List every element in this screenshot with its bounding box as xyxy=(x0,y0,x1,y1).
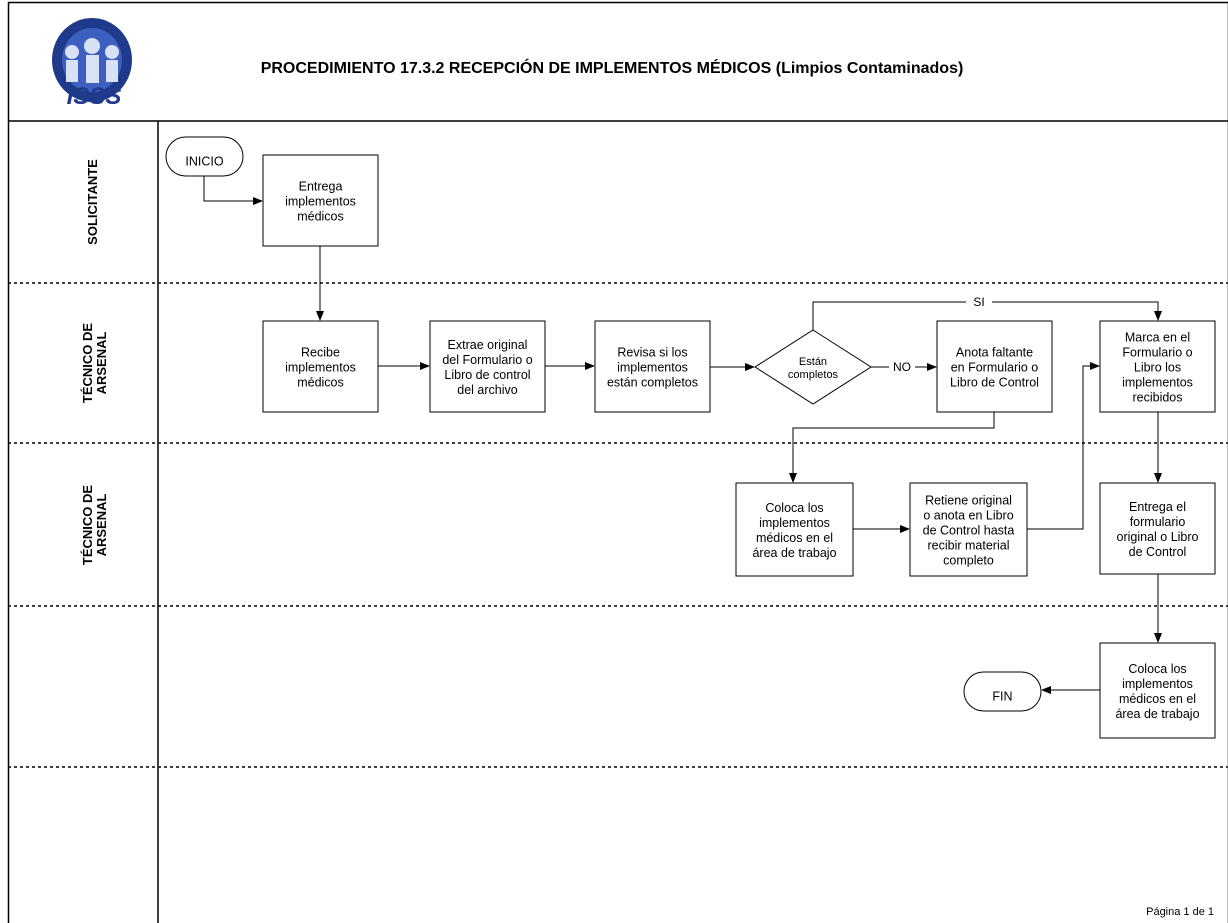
text-line: médicos xyxy=(297,375,344,389)
text-line: FIN xyxy=(992,689,1012,703)
edge-label-si-bg xyxy=(966,295,992,309)
text-line: del archivo xyxy=(457,383,517,397)
isss-logo: ISSS xyxy=(52,18,132,110)
lane-label-solicitante: SOLICITANTE xyxy=(85,159,100,245)
text-line: área de trabajo xyxy=(752,546,836,560)
text-line: recibidos xyxy=(1132,390,1182,404)
edge-label-no: NO xyxy=(893,360,911,374)
logo-text: ISSS xyxy=(67,83,122,110)
text-line: médicos en el xyxy=(756,531,833,545)
text-line: Anota faltante xyxy=(956,345,1033,359)
text-line: Libro de control xyxy=(444,368,530,382)
text-line: Formulario o xyxy=(1122,345,1192,359)
text-line: implementos xyxy=(759,516,830,530)
node-inicio: INICIO xyxy=(165,136,244,177)
page-title: PROCEDIMIENTO 17.3.2 RECEPCIÓN DE IMPLEM… xyxy=(261,58,964,77)
text-line: formulario xyxy=(1130,515,1186,529)
text-line: Libro de Control xyxy=(950,375,1039,389)
text-line: Coloca los xyxy=(765,501,823,515)
page-number: Página 1 de 1 xyxy=(1146,906,1214,918)
edge-label-si: SI xyxy=(973,295,984,309)
lane-label-tecnico-arsenal-1: TÉCNICO DEARSENAL xyxy=(80,323,109,404)
text-line: Entrega el xyxy=(1129,500,1186,514)
text-line: en Formulario o xyxy=(951,360,1039,374)
node-inicio-label: INICIO xyxy=(185,154,223,168)
text-line: médicos en el xyxy=(1119,692,1196,706)
text-line: del Formulario o xyxy=(442,353,532,367)
text-line: Retiene original xyxy=(925,493,1012,507)
text-line: implementos xyxy=(285,194,356,208)
text-line: implementos xyxy=(617,360,688,374)
lane-dividers xyxy=(8,282,1228,768)
text-line: Entrega xyxy=(299,179,343,193)
text-line: TÉCNICO DE xyxy=(80,323,95,404)
text-line: ARSENAL xyxy=(94,494,109,557)
text-line: Libro los xyxy=(1134,360,1181,374)
connectors xyxy=(203,176,1162,694)
text-line: Extrae original xyxy=(448,338,528,352)
edge-label-no-bg xyxy=(889,360,915,374)
lane-label-tecnico-arsenal-2: TÉCNICO DEARSENAL xyxy=(80,485,109,566)
text-line: Coloca los xyxy=(1128,662,1186,676)
text-line: implementos xyxy=(1122,375,1193,389)
text-line: Recibe xyxy=(301,345,340,359)
edge-inicio-entrega xyxy=(203,176,263,205)
text-line: Están xyxy=(799,356,827,368)
text-line: Revisa si los xyxy=(617,345,687,359)
text-line: SOLICITANTE xyxy=(85,159,100,245)
text-line: Marca en el xyxy=(1125,330,1190,344)
page-frame xyxy=(7,1,1228,923)
text-line: completo xyxy=(943,553,994,567)
text-line: de Control hasta xyxy=(923,523,1015,537)
text-line: o anota en Libro xyxy=(923,508,1013,522)
text-line: de Control xyxy=(1129,545,1187,559)
text-line: INICIO xyxy=(185,154,223,168)
text-line: médicos xyxy=(297,209,344,223)
text-line: ARSENAL xyxy=(94,332,109,395)
text-line: completos xyxy=(788,369,839,381)
node-fin: FIN xyxy=(963,671,1042,712)
text-line: TÉCNICO DE xyxy=(80,485,95,566)
edge-retiene-marca xyxy=(1027,362,1100,530)
text-line: original o Libro xyxy=(1117,530,1199,544)
text-line: implementos xyxy=(285,360,356,374)
text-line: recibir material xyxy=(928,538,1010,552)
edge-anota-coloca xyxy=(789,412,995,483)
text-line: área de trabajo xyxy=(1115,707,1199,721)
text-line: implementos xyxy=(1122,677,1193,691)
text-line: están completos xyxy=(607,375,698,389)
node-fin-label: FIN xyxy=(992,689,1012,703)
